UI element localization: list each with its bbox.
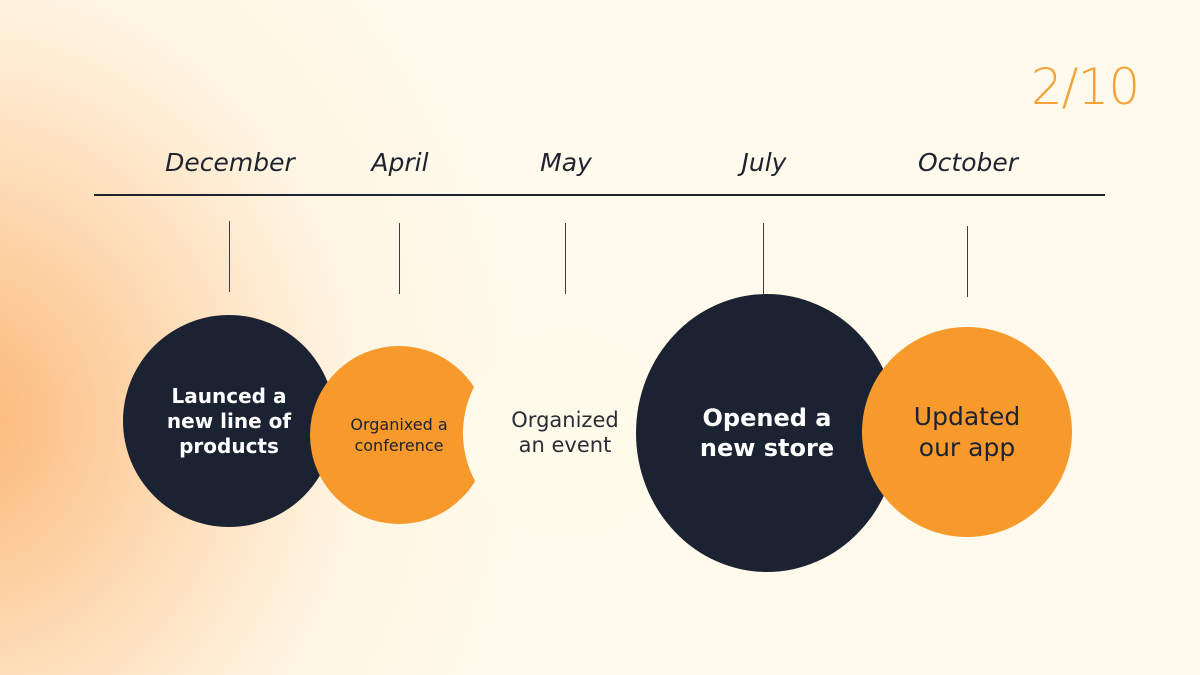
milestone-text-april: Organixed a conference (350, 415, 448, 455)
timeline-axis (94, 194, 1105, 196)
milestone-text-may: Organized an event (511, 408, 619, 457)
milestone-circle-december: Launced a new line of products (123, 315, 335, 527)
milestone-circle-october: Updated our app (862, 327, 1072, 537)
tick-april (399, 223, 400, 294)
milestone-text-december: Launced a new line of products (166, 383, 292, 458)
month-label-may: May (540, 148, 592, 177)
tick-october (967, 226, 968, 297)
milestone-text-july: Opened a new store (699, 404, 835, 462)
tick-december (229, 221, 230, 292)
tick-july (763, 223, 764, 294)
month-label-october: October (917, 148, 1019, 177)
milestone-circle-april: Organixed a conference (310, 346, 488, 524)
month-label-july: July (741, 148, 787, 177)
page-number: 2/10 (1030, 58, 1140, 116)
month-label-april: April (371, 148, 429, 177)
milestone-circle-july: Opened a new store (636, 294, 898, 572)
month-label-december: December (165, 148, 295, 177)
tick-may (565, 223, 566, 294)
milestone-circle-may: Organized an event (463, 331, 667, 535)
milestone-text-october: Updated our app (913, 402, 1021, 462)
